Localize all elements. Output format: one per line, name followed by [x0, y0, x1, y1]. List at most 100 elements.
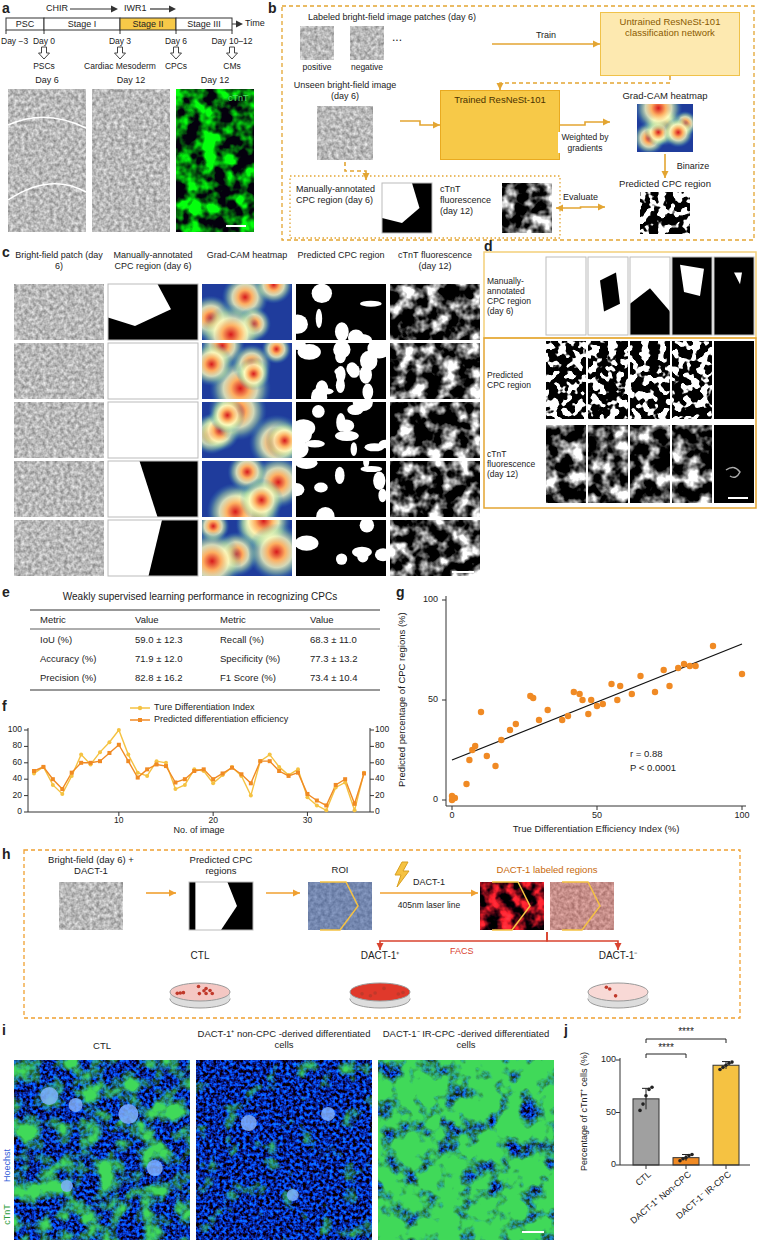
- bright-field-image: [308, 882, 372, 930]
- data-dot: [678, 1159, 682, 1163]
- data-dot: [638, 1109, 642, 1113]
- image-texture: [546, 425, 586, 503]
- table-rule: [30, 609, 380, 610]
- mask-blob: [352, 547, 372, 558]
- connector: [266, 890, 300, 897]
- mask-region: [680, 265, 704, 296]
- scatter-point: [692, 663, 698, 669]
- node-caption: Manually-annotated CPC region (day 6): [296, 184, 380, 206]
- image-ground: [390, 284, 480, 340]
- heatmap-image: [202, 284, 292, 340]
- image-ground: [546, 425, 586, 503]
- ctnt-fluorescence-image: [714, 425, 754, 503]
- heat-spot: [663, 117, 693, 147]
- image-ground: [14, 461, 104, 517]
- mask-blob: [320, 388, 334, 394]
- arrowhead: [593, 41, 600, 48]
- image-node: Predicted CPC region: [605, 178, 725, 236]
- immunostaining-image: [378, 1060, 554, 1240]
- data-marker: [353, 808, 357, 812]
- tick: [24, 779, 28, 780]
- tick: [442, 800, 446, 801]
- image-ground: [350, 26, 384, 60]
- text-label: Accuracy (%): [40, 653, 96, 664]
- scatter-point: [614, 697, 620, 703]
- image-texture: [14, 343, 104, 399]
- cell-dot: [210, 992, 214, 996]
- node-text: negative: [345, 62, 389, 72]
- text-label: 68.3 ± 11.0: [310, 634, 357, 645]
- image-border: [108, 343, 198, 399]
- cell-dot: [202, 989, 206, 993]
- predicted-mask: [296, 461, 386, 517]
- text-label: Day 12: [176, 75, 254, 86]
- panel-letter: i: [2, 1022, 6, 1039]
- text-label: 0: [437, 810, 467, 821]
- scatter-point: [661, 667, 667, 673]
- connector-line: [345, 162, 366, 180]
- legend-text: Predicted differentiation efficiency: [154, 714, 288, 725]
- bright-field-image: [300, 26, 334, 60]
- laser-bolt: [395, 862, 409, 887]
- data-marker: [296, 771, 300, 775]
- connector-line: [547, 932, 618, 950]
- node-caption: cTnT fluorescence (day 12): [440, 184, 500, 216]
- text-label: 30: [295, 815, 319, 825]
- scatter-point: [617, 683, 623, 689]
- image-border: [588, 257, 628, 335]
- data-marker: [136, 776, 140, 780]
- mask-blob: [316, 507, 334, 517]
- scatter-point: [452, 795, 458, 801]
- image-ground: [378, 1060, 554, 1240]
- predicted-mask: [296, 520, 386, 576]
- image-ground: [480, 882, 544, 930]
- day-tick: [6, 30, 7, 34]
- data-dot: [650, 1086, 654, 1090]
- text-label: Day 6: [8, 75, 86, 86]
- image-texture: [546, 341, 586, 419]
- cell-dot: [208, 989, 212, 993]
- predicted-mask: [296, 284, 386, 340]
- fluorescence-image: [390, 402, 480, 458]
- mask-ground: [714, 257, 754, 335]
- cell-dot: [614, 994, 618, 998]
- axis: [446, 806, 746, 807]
- mask-ground: [588, 257, 628, 335]
- image-border: [672, 257, 712, 335]
- culture-dish: CTL: [150, 950, 250, 1014]
- tick: [370, 730, 374, 731]
- fluorescence-image: [390, 343, 480, 399]
- predicted-mask: [672, 341, 712, 419]
- tick: [452, 806, 453, 810]
- bright-field-image: [8, 89, 86, 232]
- text-label: 60: [0, 757, 22, 767]
- cell-dot: [396, 992, 400, 996]
- image-texture: [630, 425, 670, 503]
- text-label: Recall (%): [220, 634, 264, 645]
- bright-field-image: [59, 882, 123, 930]
- text-label: 20: [201, 815, 225, 825]
- scatter-point: [675, 665, 681, 671]
- heatmap-image: [202, 461, 292, 517]
- text-label: Stage I: [44, 19, 120, 30]
- dashed-panel: [24, 850, 740, 1018]
- text-label: Manually-annotated CPC region (day 6): [108, 250, 198, 272]
- mask-blob: [375, 548, 386, 561]
- scale-bar: [226, 225, 246, 227]
- cell-dot: [382, 987, 386, 991]
- row-frame: [484, 252, 756, 338]
- text-label: 100: [727, 810, 757, 821]
- connector-line: [556, 207, 605, 208]
- node-caption: ROI: [300, 864, 380, 875]
- text-label: Grad-CAM heatmap: [202, 250, 292, 261]
- connector: [380, 890, 478, 897]
- text-label: 73.4 ± 10.4: [310, 672, 357, 683]
- data-marker: [258, 759, 262, 763]
- scatter-point: [579, 697, 585, 703]
- axis: [28, 812, 370, 813]
- text-label: 100: [375, 724, 389, 734]
- connector: [345, 162, 370, 180]
- tick: [24, 730, 28, 731]
- timeline-segment: [176, 18, 232, 30]
- data-marker: [343, 777, 347, 781]
